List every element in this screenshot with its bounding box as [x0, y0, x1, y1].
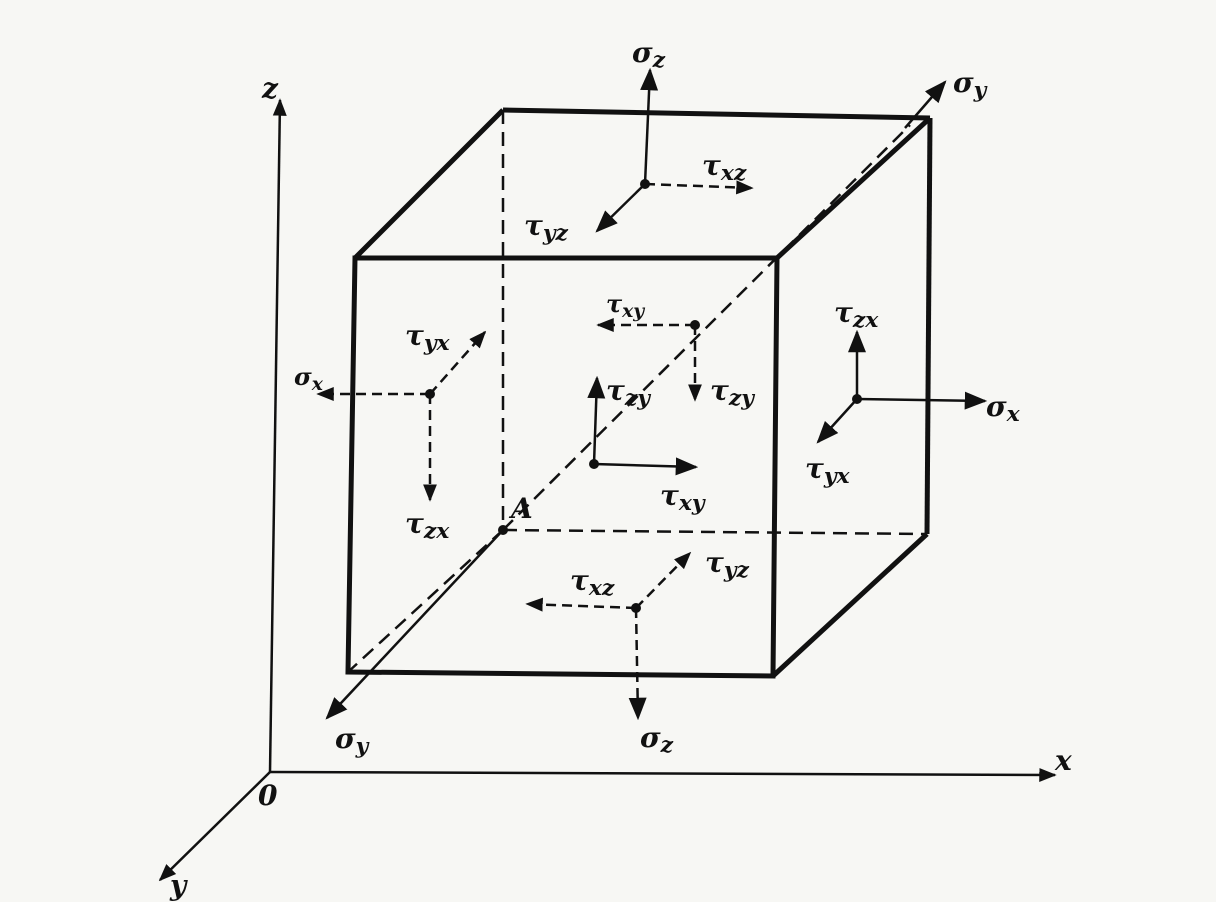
top-sigma-z-label: σz — [632, 36, 666, 73]
cube — [345, 107, 933, 679]
far-sigma-y-label: σy — [953, 66, 988, 103]
x-axis — [269, 767, 1057, 782]
back-tau-xy-label: τxy — [606, 289, 645, 322]
sigma-y-dashed-through — [502, 124, 911, 531]
top-tau-yz-label: τyz — [524, 209, 569, 246]
bottom-point — [631, 603, 641, 613]
top-tau-xz-arrow — [644, 180, 754, 195]
left-tau-zx-label: τzx — [405, 507, 450, 544]
right-sigma-x-label: σx — [986, 390, 1021, 427]
front-tau-zy-label: τzy — [606, 374, 651, 411]
sigma-y-far-arrow — [904, 80, 947, 129]
left-face-stresses: σx τyx τzx — [294, 319, 487, 544]
cube-edge-bottom-right — [771, 532, 929, 678]
bottom-face-stresses: τxz τyz σz — [525, 546, 750, 758]
front-tau-xy-label: τxy — [660, 479, 706, 516]
top-point — [640, 179, 650, 189]
z-axis — [268, 98, 287, 773]
right-point — [852, 394, 862, 404]
left-point — [425, 389, 435, 399]
bottom-tau-yz-label: τyz — [705, 546, 750, 583]
right-face-stresses: τzx σx τyx — [805, 296, 1021, 489]
top-face-stresses: σz τxz τyz — [524, 36, 754, 246]
left-tau-yx-label: τyx — [405, 319, 451, 356]
origin-label: 0 — [258, 779, 278, 812]
cube-edge-back-right — [924, 117, 933, 535]
point-a-dot — [498, 525, 508, 535]
back-face-stresses: τxy τzy — [596, 289, 755, 411]
bottom-tau-xz-arrow — [525, 597, 637, 612]
front-point — [589, 459, 599, 469]
front-face-stresses: τzy τxy — [587, 374, 706, 516]
point-a-label: A — [508, 492, 533, 525]
back-tau-zy-label: τzy — [710, 374, 755, 411]
z-axis-label: z — [261, 72, 279, 105]
front-tau-xy-arrow — [593, 457, 699, 476]
back-point — [690, 320, 700, 330]
right-sigma-x-arrow — [856, 391, 988, 410]
left-tau-yx-arrow — [429, 330, 487, 395]
cube-hidden-bottom-back — [502, 528, 928, 536]
right-tau-yx-label: τyx — [805, 452, 851, 489]
y-axis-label: y — [169, 869, 188, 902]
cube-edge-top-left — [353, 108, 505, 260]
bottom-tau-yz-arrow — [635, 551, 692, 609]
near-sigma-y-label: σy — [335, 722, 370, 759]
top-tau-xz-label: τxz — [702, 149, 747, 186]
top-sigma-z-arrow — [640, 67, 659, 185]
front-tau-zy-arrow — [587, 375, 606, 465]
cube-edge-top-right — [775, 116, 932, 260]
left-sigma-x-label: σx — [294, 362, 324, 395]
coordinate-axes: z x y 0 — [158, 72, 1072, 902]
bottom-tau-xz-label: τxz — [570, 564, 615, 601]
cube-edge-top-back — [502, 107, 931, 121]
sigma-y-line: A σy σy — [325, 66, 988, 759]
right-tau-zx-label: τzx — [834, 296, 879, 333]
bottom-sigma-z-arrow — [628, 607, 647, 721]
x-axis-label: x — [1054, 744, 1072, 777]
y-axis — [158, 771, 271, 882]
cube-hidden-bottom-left — [347, 529, 504, 673]
bottom-sigma-z-label: σz — [640, 721, 674, 758]
top-tau-yz-arrow — [595, 183, 646, 233]
right-tau-yx-arrow — [816, 398, 858, 444]
sigma-y-near-arrow — [325, 529, 504, 720]
